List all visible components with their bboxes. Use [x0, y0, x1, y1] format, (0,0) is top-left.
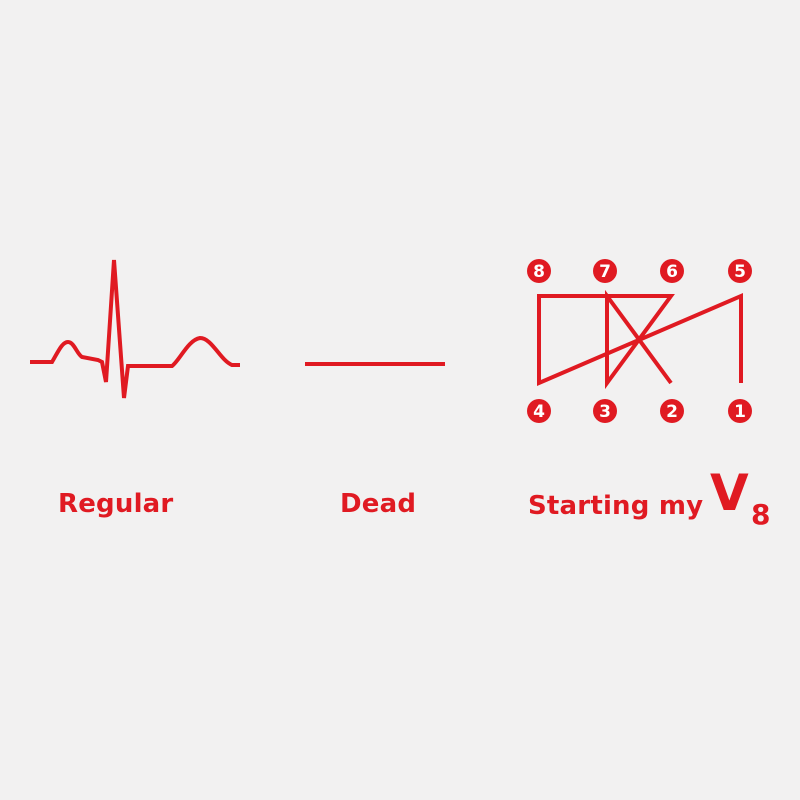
- cylinder-top-badge-5: [728, 259, 752, 283]
- starting-my-label: Starting my: [528, 491, 704, 521]
- cylinder-top-number-6: 6: [666, 262, 678, 282]
- heartbeat-line: [30, 259, 240, 399]
- cylinder-bottom-badge-3: [593, 399, 617, 423]
- regular-label: Regular: [58, 489, 174, 519]
- cylinder-bottom-badge-4: [527, 399, 551, 423]
- cylinder-bottom-badge-2: [660, 399, 684, 423]
- v8-eight-digit: 8: [751, 498, 771, 531]
- dead-label: Dead: [340, 489, 417, 519]
- cylinder-bottom-badge-1: [728, 399, 752, 423]
- cylinder-top-number-5: 5: [734, 262, 746, 282]
- cylinder-bottom-number-4: 4: [533, 402, 545, 422]
- cylinder-top-badge-8: [527, 259, 551, 283]
- cylinder-top-badge-7: [593, 259, 617, 283]
- cylinder-bottom-number-3: 3: [599, 402, 611, 422]
- cylinder-top-number-7: 7: [599, 262, 611, 282]
- firing-order-line: [537, 289, 743, 390]
- cylinder-top-badge-6: [660, 259, 684, 283]
- cylinder-bottom-number-1: 1: [734, 402, 746, 422]
- v8-v-letter: V: [710, 464, 749, 522]
- cylinder-top-number-8: 8: [533, 262, 545, 282]
- cylinder-bottom-number-2: 2: [666, 402, 678, 422]
